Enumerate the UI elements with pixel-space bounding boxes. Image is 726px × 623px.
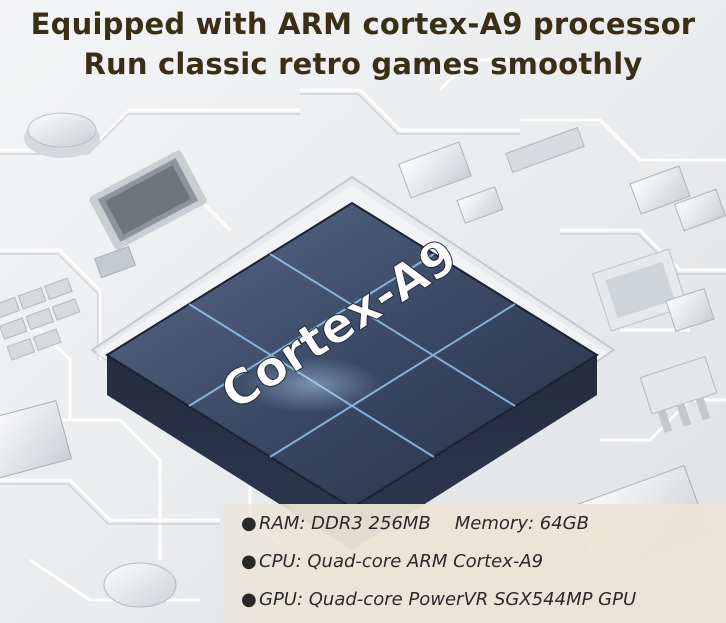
- spec-cpu-line: ●CPU: Quad-core ARM Cortex-A9: [241, 551, 543, 572]
- headline: Equipped with ARM cortex-A9 processor Ru…: [0, 4, 726, 84]
- bullet-icon: ●: [241, 513, 257, 534]
- spec-ram-memory: ●RAM: DDR3 256MB Memory: 64GB: [241, 513, 589, 534]
- cpu-chip: [90, 175, 616, 550]
- spec-cpu: CPU: Quad-core ARM Cortex-A9: [259, 551, 544, 572]
- headline-line-1: Equipped with ARM cortex-A9 processor: [30, 7, 696, 41]
- spec-gpu-line: ●GPU: Quad-core PowerVR SGX544MP GPU: [241, 589, 636, 610]
- headline-line-2: Run classic retro games smoothly: [83, 47, 643, 81]
- spec-memory: Memory: 64GB: [454, 513, 589, 534]
- spec-ram: RAM: DDR3 256MB: [259, 513, 431, 534]
- bullet-icon: ●: [241, 589, 257, 610]
- spec-gpu: GPU: Quad-core PowerVR SGX544MP GPU: [259, 589, 637, 610]
- bullet-icon: ●: [241, 551, 257, 572]
